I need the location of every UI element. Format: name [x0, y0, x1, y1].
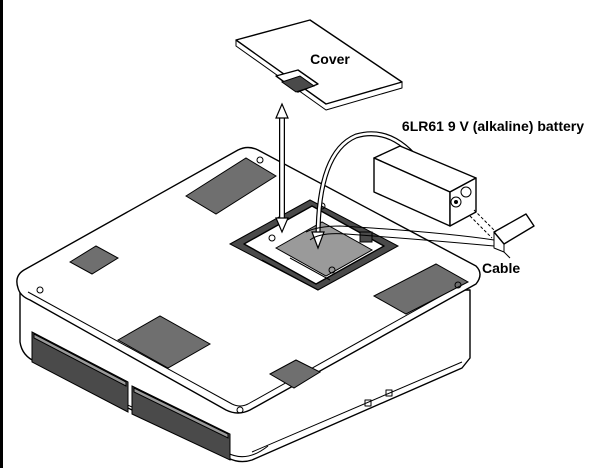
pad-front	[116, 315, 212, 369]
pad-left	[69, 245, 119, 275]
9v-battery	[373, 145, 477, 227]
rubber-pads	[69, 157, 470, 389]
pad-front-small	[268, 359, 322, 389]
left-border	[0, 0, 3, 468]
screws	[36, 156, 462, 414]
label-battery: 6LR61 9 V (alkaline) battery	[402, 118, 584, 134]
pad-top	[185, 157, 277, 215]
label-cable: Cable	[482, 260, 520, 276]
battery-snap-cable	[305, 209, 535, 253]
battery-cover	[235, 19, 403, 111]
front-display-panel	[31, 331, 231, 461]
label-cover: Cover	[310, 51, 350, 67]
cover-direction-arrow	[275, 102, 289, 234]
pad-right	[372, 263, 470, 315]
cable-leader	[503, 251, 511, 259]
